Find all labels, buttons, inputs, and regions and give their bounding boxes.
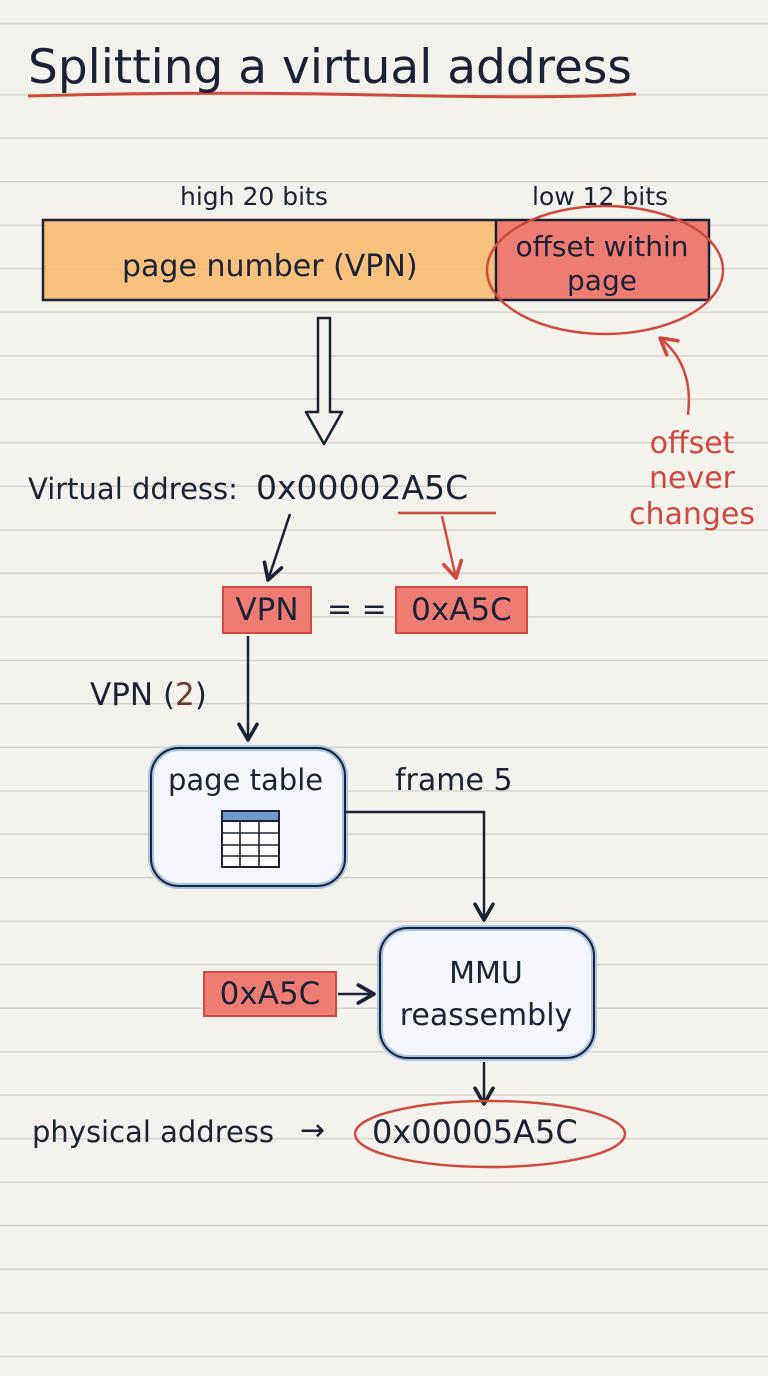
vpn-text: VPN ( (90, 677, 176, 713)
virtual-address-value: 0x00002A5C (256, 468, 469, 507)
offset-box: 0xA5C (395, 586, 528, 634)
offset-segment (496, 221, 708, 299)
table-icon (221, 810, 280, 868)
page-table-label: page table (168, 763, 324, 797)
physical-address-label: physical address (32, 1115, 275, 1149)
physical-arrow: → (300, 1113, 326, 1148)
vpn-segment (44, 221, 496, 299)
page-table-box-outline (150, 747, 346, 887)
offset-split-arrow (440, 515, 464, 580)
page-number-label: page number (VPN) (122, 249, 418, 284)
offset-ellipse (485, 204, 725, 336)
page-title: Splitting a virtual address (28, 40, 632, 95)
frame-label: frame 5 (395, 763, 513, 798)
note-arrow (658, 336, 691, 416)
offset-note: offset never changes (628, 426, 756, 532)
physical-address-value: 0x00005A5C (372, 1113, 578, 1151)
hollow-down-arrow (304, 316, 344, 446)
physical-ellipse (353, 1099, 627, 1169)
frame-to-mmu-arrow (345, 810, 495, 922)
low-bits-label: low 12 bits (532, 182, 669, 211)
title-underline (27, 91, 637, 99)
mmu-offset-input: 0xA5C (203, 971, 337, 1017)
vpn-split-arrow (262, 513, 292, 582)
high-bits-label: high 20 bits (180, 182, 328, 211)
equals-sign: = = (327, 592, 387, 627)
offset-label: offset within page (515, 230, 689, 298)
virtual-address-label: Virtual ddress: (28, 472, 238, 506)
vpn-number: 2 (175, 677, 195, 713)
vpn-box: VPN (222, 586, 312, 634)
mmu-label: MMU reassembly (399, 956, 573, 1033)
mmu-box-outline (379, 927, 595, 1059)
address-bar-outline (41, 218, 711, 302)
vpn-close: ) (194, 677, 207, 713)
vpn-value-label: VPN (2) (90, 680, 207, 711)
